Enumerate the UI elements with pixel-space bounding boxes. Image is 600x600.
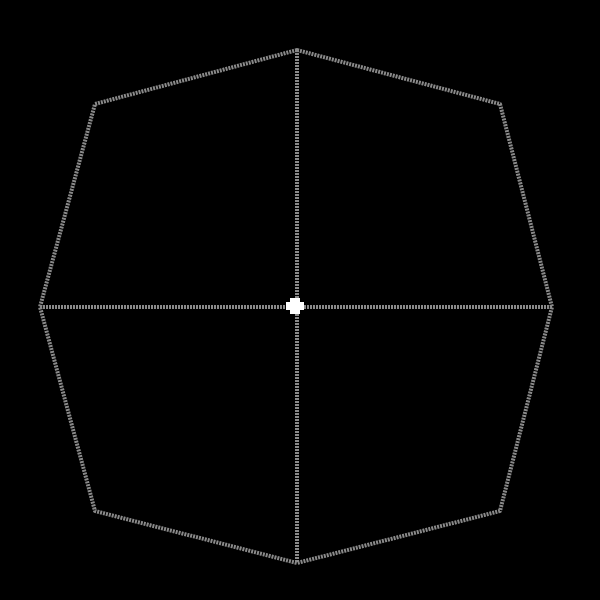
octagon-outline [38,48,554,565]
center-marker [286,298,304,314]
